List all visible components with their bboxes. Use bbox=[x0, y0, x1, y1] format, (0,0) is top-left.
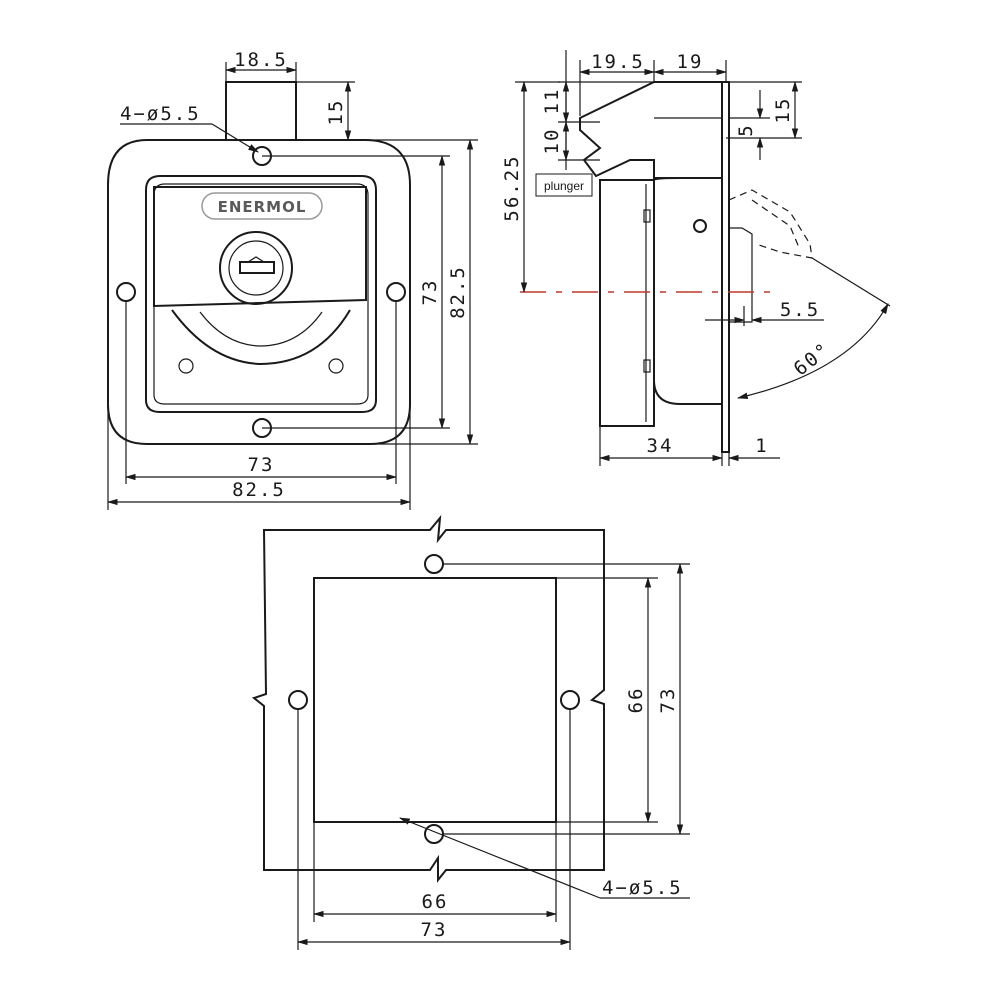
dim-top-height: 15 bbox=[325, 99, 347, 126]
side-handle-open bbox=[728, 189, 813, 259]
side-latch-cam bbox=[729, 227, 753, 323]
dim-cutout-height-66: 66 bbox=[625, 687, 647, 714]
cutout-panel bbox=[251, 514, 605, 883]
front-handle-paddle bbox=[153, 186, 367, 308]
lock-cylinder-inner bbox=[228, 240, 284, 296]
dim-10: 10 bbox=[541, 128, 563, 155]
front-rivet-left bbox=[178, 358, 194, 374]
dim-cutout-width-73: 73 bbox=[421, 919, 448, 941]
leader-line bbox=[211, 123, 259, 153]
dim-11: 11 bbox=[541, 88, 563, 115]
dim-5-5: 5.5 bbox=[780, 299, 820, 321]
brand-badge bbox=[201, 192, 323, 220]
front-hole-right bbox=[386, 282, 406, 302]
plunger-label-box bbox=[535, 173, 593, 197]
dim-5: 5 bbox=[735, 123, 757, 136]
dim-cutout-height-73: 73 bbox=[657, 687, 679, 714]
side-screw bbox=[693, 219, 707, 233]
angle-ref-line bbox=[811, 257, 891, 307]
brand-logo: ENERMOL bbox=[218, 198, 307, 216]
front-handle-bowl-inner bbox=[199, 311, 323, 347]
front-inner-tray bbox=[145, 175, 377, 413]
side-handle-block bbox=[653, 177, 723, 405]
side-rivet bbox=[643, 359, 651, 373]
cutout-hole-top bbox=[424, 554, 444, 574]
dim-outer-height: 82.5 bbox=[447, 265, 469, 319]
plunger-label: plunger bbox=[544, 179, 584, 193]
dim-top-width: 18.5 bbox=[234, 49, 288, 71]
key-slot bbox=[239, 261, 275, 274]
side-rivet bbox=[643, 209, 651, 223]
cutout-hole-callout: 4−ø5.5 bbox=[602, 877, 683, 899]
dim-outer-width: 82.5 bbox=[232, 479, 286, 501]
side-handle-open-inner bbox=[751, 199, 801, 251]
lock-cylinder bbox=[219, 231, 293, 305]
cutout-hole-left bbox=[288, 690, 308, 710]
front-hole-callout: 4−ø5.5 bbox=[120, 103, 201, 125]
dim-depth: 34 bbox=[647, 435, 674, 457]
front-handle-bowl bbox=[171, 309, 351, 366]
dim-inner-width: 73 bbox=[248, 454, 275, 476]
dim-19-5: 19.5 bbox=[591, 51, 645, 73]
leader-line bbox=[398, 817, 601, 899]
cutout-view: 66 73 66 73 4−ø5.5 bbox=[251, 514, 690, 950]
dim-inner-height: 73 bbox=[419, 279, 441, 306]
angle-arc bbox=[736, 303, 889, 399]
front-tongue bbox=[225, 81, 297, 140]
side-plunger bbox=[579, 81, 723, 179]
front-rivet-right bbox=[328, 358, 344, 374]
dim-15: 15 bbox=[772, 97, 794, 124]
key-slot-top bbox=[247, 256, 265, 263]
dim-cutout-width-66: 66 bbox=[422, 891, 449, 913]
front-hole-left bbox=[116, 282, 136, 302]
cutout-square bbox=[313, 577, 557, 823]
dim-angle: 60° bbox=[790, 338, 835, 380]
dim-56-25: 56.25 bbox=[501, 154, 523, 221]
dim-flange: 1 bbox=[755, 435, 768, 457]
front-view: ENERMOL 18.5 15 4−ø5.5 73 82.5 73 82 bbox=[106, 49, 478, 510]
cutout-hole-right bbox=[560, 690, 580, 710]
side-view: 19.5 19 11 10 15 5 56.25 plunger 5.5 bbox=[501, 50, 891, 466]
dim-19: 19 bbox=[677, 51, 704, 73]
